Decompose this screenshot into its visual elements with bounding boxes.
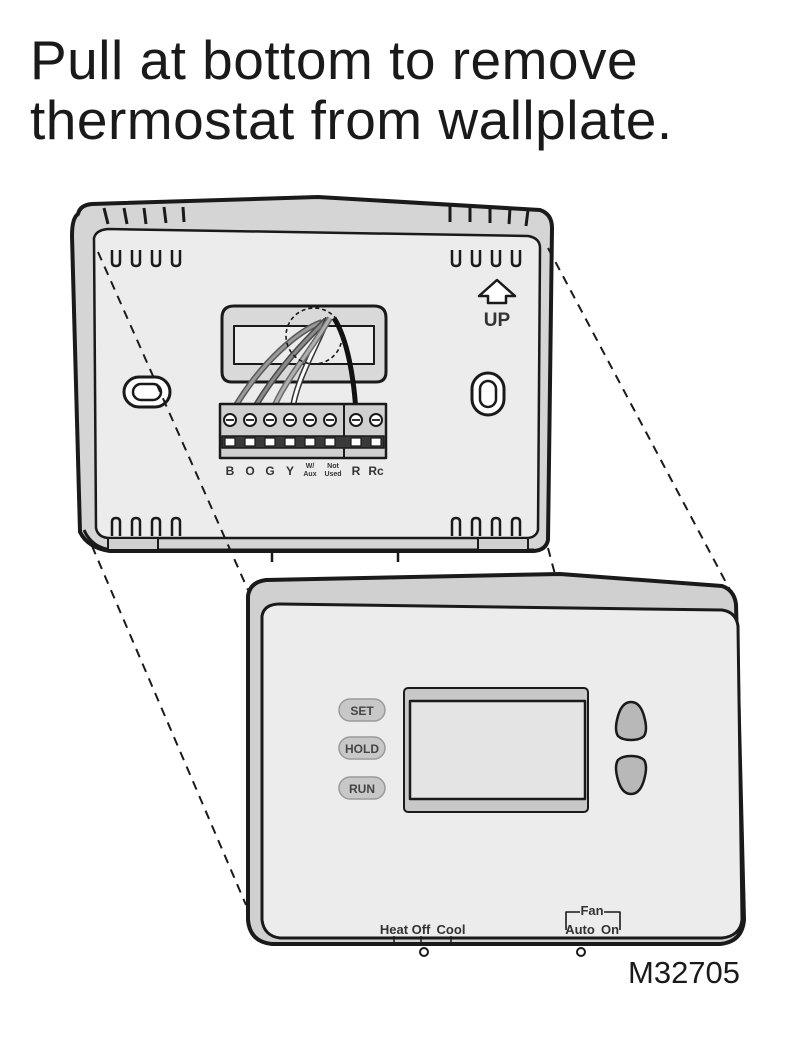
up-label: UP [484,310,511,331]
terminal-label-not-used-2: Used [324,471,341,478]
wire-bundle-highlight [285,307,343,365]
bottom-tab-right [477,537,529,551]
hold-button[interactable]: HOLD [338,736,386,760]
inner-vents-bottom-right [450,516,522,536]
instruction-line-2: thermostat from wallplate. [30,89,673,151]
instruction-line-1: Pull at bottom to remove [30,29,639,91]
instruction-title: Pull at bottom to remove thermostat from… [30,30,673,150]
system-switch-heat: Heat [380,922,409,937]
fan-switch-bracket [565,911,621,930]
top-vent-slots-right [448,206,530,227]
hold-button-label: HOLD [345,742,379,756]
projection-lines [91,247,731,906]
wallplate: UP [70,195,554,562]
system-switch-off: Off [412,922,431,937]
terminal-labels: B O G Y W/ Aux Not Used R Rc [226,463,384,478]
fan-switch-on: On [601,922,619,937]
terminal-label-b: B [226,464,235,478]
system-switch[interactable]: Heat Off Cool [380,922,466,937]
mounting-hole-left [122,375,172,409]
temp-up-button[interactable] [614,700,648,742]
terminal-label-not-used-1: Not [327,463,339,470]
set-button[interactable]: SET [338,698,386,722]
terminal-screws [223,413,383,427]
system-switch-cool: Cool [437,922,466,937]
fan-switch-auto: Auto [565,922,595,937]
lcd-display [408,699,587,801]
run-button[interactable]: RUN [338,776,386,800]
system-switch-knob[interactable] [419,947,429,957]
run-button-label: RUN [349,782,375,796]
terminal-clamps [224,437,382,447]
bottom-tab-left [107,537,159,551]
top-vent-slots-left [102,206,186,225]
terminal-label-r: R [352,464,361,478]
inner-vents-top-right [450,250,522,268]
inner-vents-top-left [110,250,182,268]
fan-switch[interactable]: Fan Auto On [565,903,619,937]
fan-switch-knob[interactable] [576,947,586,957]
mounting-hole-right [470,371,506,417]
terminal-label-g: G [265,464,274,478]
terminal-label-rc: Rc [368,464,384,478]
thermostat: SET HOLD RUN Heat Off Cool Fan [246,572,746,957]
figure-id: M32705 [628,955,741,990]
system-switch-ticks [393,936,452,942]
set-button-label: SET [350,704,374,718]
terminal-label-w-aux-2: Aux [303,471,316,478]
terminal-label-y: Y [286,464,294,478]
inner-vents-bottom-left [110,516,182,536]
fan-switch-title: Fan [580,903,603,918]
terminal-label-o: O [245,464,254,478]
temp-down-button[interactable] [614,754,648,796]
terminal-label-w-aux-1: W/ [306,463,315,470]
terminal-block [218,402,388,460]
up-arrow-icon [477,278,517,305]
